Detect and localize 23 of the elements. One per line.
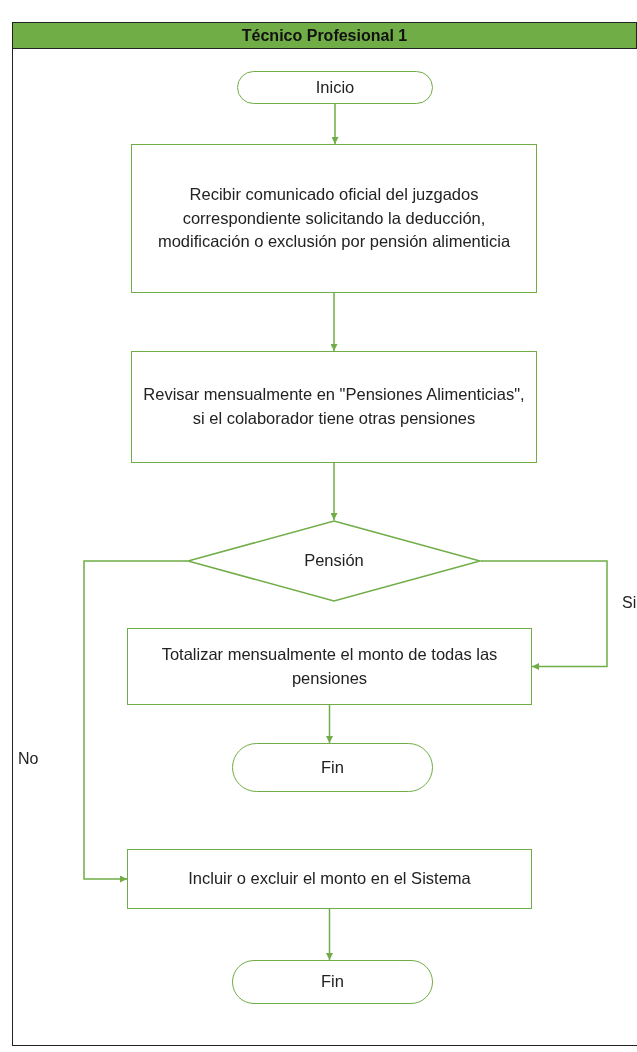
step-text: Pensión xyxy=(304,550,364,572)
arrow xyxy=(480,560,608,670)
step-text: Revisar mensualmente en "Pensiones Alimenticias", si el colaborador tiene otras pensiones xyxy=(142,384,526,429)
terminator-shape xyxy=(232,960,433,1004)
arrow xyxy=(330,462,338,521)
header-band: Técnico Profesional 1 xyxy=(12,22,637,49)
terminator-shape xyxy=(237,71,433,104)
step-text: Fin xyxy=(321,756,344,778)
step-text: Inicio xyxy=(315,76,355,98)
process-box xyxy=(131,351,537,463)
arrow xyxy=(331,103,339,145)
arrow xyxy=(83,560,188,883)
process-box xyxy=(127,628,532,705)
arrow xyxy=(326,704,333,744)
process-box xyxy=(131,144,537,293)
step-text: Totalizar mensualmente el monto de todas las pensiones xyxy=(160,643,499,689)
arrow xyxy=(330,292,338,352)
arrow xyxy=(326,908,333,961)
step-text: Recibir comunicado oficial del juzgados correspondiente solicitando la deducción, modificación o exclusión por pensión alimenticia xyxy=(156,183,512,253)
step-text: Incluir o excluir el monto en el Sistema xyxy=(188,868,471,890)
step-text: Fin xyxy=(321,971,344,993)
terminator-shape xyxy=(232,743,433,792)
process-box xyxy=(127,849,532,909)
